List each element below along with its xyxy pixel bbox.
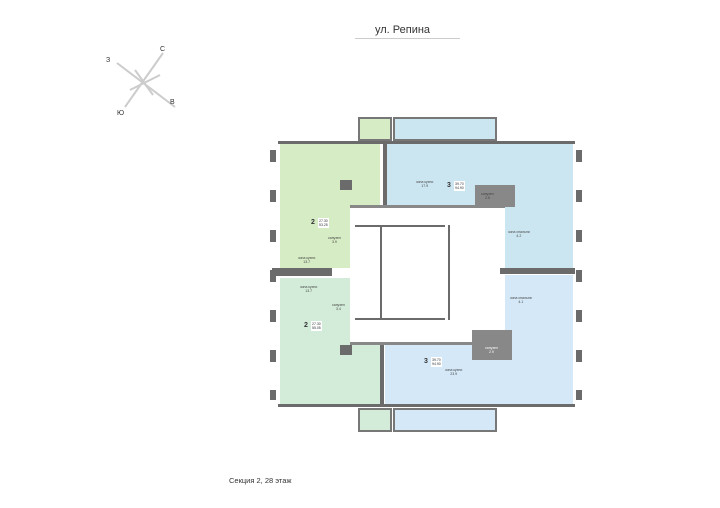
street-line — [355, 38, 460, 39]
street-label: ул. Репина — [375, 24, 431, 36]
balcony — [358, 408, 392, 432]
compass-north: С — [160, 46, 166, 53]
core — [350, 205, 505, 345]
apartment-rooms: 2 — [311, 219, 315, 226]
compass-south: Ю — [117, 110, 125, 117]
apartment-rooms: 3 — [424, 358, 428, 365]
compass-rose-icon — [116, 52, 176, 108]
compass-west: З — [106, 57, 111, 64]
compass-east: В — [170, 99, 175, 106]
balcony — [393, 117, 497, 141]
balcony — [393, 408, 497, 432]
apartment-rooms: 3 — [447, 182, 451, 189]
apartment-rooms: 2 — [304, 322, 308, 329]
floor-caption: Секция 2, 28 этаж — [229, 476, 292, 485]
balcony — [358, 117, 392, 141]
